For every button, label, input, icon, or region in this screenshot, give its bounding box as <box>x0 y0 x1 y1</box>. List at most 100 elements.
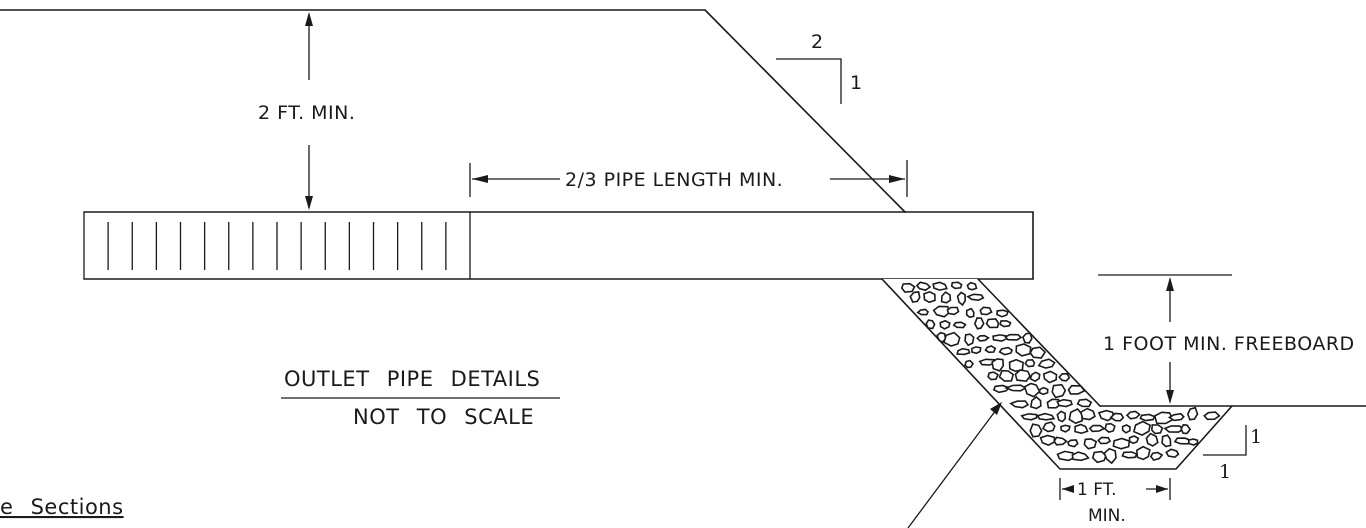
riprap-stone <box>909 291 921 303</box>
riprap-stone <box>1020 413 1038 421</box>
riprap-channel <box>881 278 1366 470</box>
riprap-stone <box>1009 400 1030 409</box>
riprap-stone <box>923 291 936 304</box>
riprap-stone <box>1053 436 1068 446</box>
riprap-stone <box>1180 424 1192 435</box>
riprap-stone <box>992 334 1008 342</box>
riprap-stone <box>1004 333 1023 341</box>
riprap-stone <box>999 320 1012 328</box>
riprap-stone <box>1186 406 1199 421</box>
riprap-stone <box>985 318 1000 329</box>
riprap-stone <box>1145 432 1159 447</box>
riprap-stone <box>1203 411 1221 421</box>
bottom-width-sub-label: MIN. <box>1088 506 1126 526</box>
riprap-stone <box>1121 451 1139 459</box>
riprap-stone <box>1041 421 1056 433</box>
riprap-stone <box>952 321 967 329</box>
riprap-stone <box>1187 438 1199 446</box>
riprap-stone <box>1004 384 1028 392</box>
riprap-stone <box>998 369 1015 382</box>
riprap-stone <box>996 309 1009 318</box>
riprap-stone <box>966 293 985 302</box>
riprap-stone <box>1056 410 1067 423</box>
riprap-stone <box>984 345 997 354</box>
riprap-stone <box>1029 371 1041 383</box>
riprap-stone <box>1029 346 1047 359</box>
riprap-stone <box>946 306 960 316</box>
riprap-stone <box>1173 437 1192 445</box>
channel-slope-indicator: 1 1 <box>1203 425 1262 483</box>
riprap-stone <box>1056 450 1077 462</box>
riprap-stone <box>1097 409 1115 422</box>
embankment-slope-indicator: 2 1 <box>776 31 863 104</box>
riprap-stone <box>900 282 916 293</box>
riprap-stone <box>998 346 1014 356</box>
riprap-stone <box>1153 411 1174 425</box>
riprap-stone <box>1066 439 1079 448</box>
riprap-stone <box>1008 358 1024 373</box>
riprap-stone <box>1039 434 1056 446</box>
riprap-stone <box>965 307 975 319</box>
title-block: OUTLET PIPE DETAILS NOT TO SCALE <box>281 367 560 429</box>
freeboard-label: 1 FOOT MIN. FREEBOARD <box>1103 333 1355 355</box>
channel-slope-run-label: 1 <box>1219 461 1231 483</box>
riprap-stone <box>1167 412 1185 422</box>
riprap-stone <box>1083 438 1098 450</box>
riprap-stone <box>1068 408 1083 425</box>
riprap-stone <box>916 308 929 316</box>
riprap-stone <box>1029 423 1043 438</box>
riprap-stone <box>939 319 951 330</box>
riprap-stone <box>1139 413 1156 422</box>
riprap-stone <box>940 291 952 304</box>
channel-slope-rise-label: 1 <box>1250 426 1262 448</box>
riprap-leader-arrow <box>907 402 1002 528</box>
riprap-stone <box>1132 420 1152 436</box>
slope-rise-label: 1 <box>850 72 863 94</box>
riprap-stone <box>1074 423 1089 435</box>
slope-run-label: 2 <box>811 31 824 53</box>
riprap-stone <box>1103 447 1117 465</box>
riprap-stone <box>1071 451 1090 462</box>
riprap-stone <box>1014 369 1031 383</box>
riprap-stone <box>966 281 978 291</box>
riprap-stone <box>1024 358 1036 368</box>
riprap-stone <box>971 346 982 355</box>
pipe-corrugation-segments <box>83 212 471 279</box>
riprap-stone <box>1060 424 1071 433</box>
riprap-stone <box>1076 398 1093 408</box>
riprap-stone <box>1097 436 1112 445</box>
riprap-stone <box>991 358 1005 372</box>
riprap-stone <box>1056 398 1074 408</box>
channel-inner-edge <box>977 278 1101 407</box>
riprap-stone <box>964 359 975 369</box>
diagram-title: OUTLET PIPE DETAILS <box>284 367 540 391</box>
riprap-stone <box>964 333 975 347</box>
diagram-subtitle: NOT TO SCALE <box>353 405 534 429</box>
riprap-stone <box>1079 407 1096 421</box>
riprap-stone <box>1112 437 1131 450</box>
riprap-stone <box>915 281 932 292</box>
riprap-stone <box>987 371 1000 381</box>
riprap-stones <box>900 281 1221 465</box>
channel-outer-edge <box>881 278 1233 470</box>
riprap-stone <box>1029 395 1042 410</box>
riprap-stone <box>943 331 961 347</box>
riprap-stone <box>1150 424 1164 435</box>
riprap-stone <box>956 291 967 307</box>
riprap-stone <box>1038 386 1049 396</box>
riprap-stone <box>1128 435 1140 445</box>
riprap-stone <box>1088 424 1106 433</box>
riprap-stone <box>1121 424 1131 434</box>
cropped-caption: e Sections <box>0 495 124 519</box>
riprap-stone <box>1015 343 1032 357</box>
riprap-stone <box>979 306 993 316</box>
freeboard-dimension: 1 FOOT MIN. FREEBOARD <box>1098 274 1355 404</box>
riprap-stone <box>1104 422 1116 433</box>
embankment-top-line <box>0 9 906 213</box>
riprap-stone <box>1165 448 1180 459</box>
riprap-stone <box>1161 434 1172 448</box>
bottom-width-label: 1 FT. <box>1077 480 1116 500</box>
riprap-stone <box>1135 445 1151 461</box>
